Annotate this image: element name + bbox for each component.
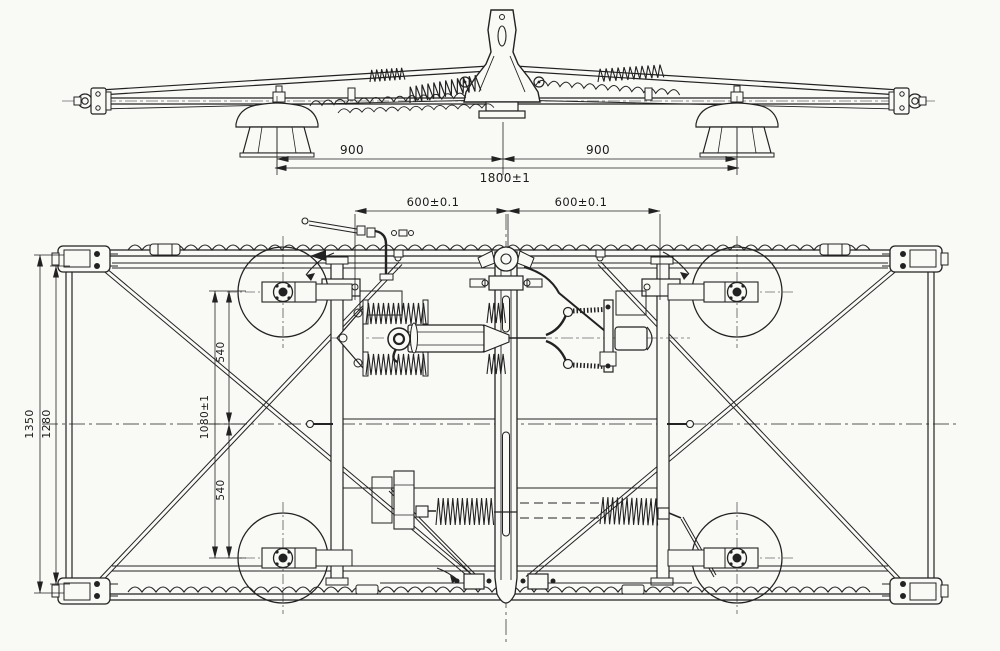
plan-view: 600±0.1 600±0.1 1350 1280 1080±1 540 540: [23, 195, 958, 644]
bent-link-rod: [523, 266, 606, 332]
corner-fitting-br: [881, 577, 949, 605]
dim-label-1350: 1350: [23, 409, 36, 439]
dim-label-left-900: 900: [340, 143, 364, 157]
drive-mechanism: [330, 290, 690, 377]
elevation-view: 900 900 1800±1: [62, 9, 938, 185]
dim-label-1280: 1280: [40, 409, 53, 439]
guide-wheel-top-right: [667, 235, 794, 349]
elevation-springs: [309, 64, 681, 114]
end-roller-left: [73, 87, 112, 115]
dim-label-600-right: 600±0.1: [555, 195, 608, 209]
tension-spring-left: [435, 497, 495, 526]
tension-spring-right: [599, 497, 659, 526]
twisted-rod: [309, 92, 467, 107]
plan-dimensions-track: 1080±1 540 540: [199, 290, 246, 559]
dim-label-540-top: 540: [215, 341, 227, 362]
cylinder-body: [407, 324, 485, 353]
bottom-clamps: [454, 573, 556, 590]
twisted-rod: [535, 79, 681, 96]
elevation-mast: [459, 9, 545, 119]
clevis-fork: [545, 314, 568, 337]
dim-label-right-900: 900: [586, 143, 610, 157]
dim-label-540-bottom: 540: [215, 479, 227, 500]
corner-fitting-tr: [881, 245, 949, 273]
air-pipe: [301, 217, 414, 281]
tension-mechanism: [371, 470, 682, 530]
spiral-rod-top: [127, 243, 871, 262]
diagonal-braces: [96, 261, 904, 584]
corner-fitting-bl: [51, 577, 119, 605]
dim-label-600-left: 600±0.1: [407, 195, 460, 209]
guide-wheel-bottom-right: [667, 501, 794, 615]
anchor-bracket: [336, 306, 364, 370]
spiral-rod-bottom: [127, 582, 871, 595]
cam-disc: [387, 327, 411, 351]
plan-dimensions-left: 1350 1280: [23, 254, 70, 594]
center-hub: [469, 246, 543, 291]
end-roller-right: [888, 87, 927, 115]
dim-label-1080: 1080±1: [199, 395, 211, 440]
dim-label-1800: 1800±1: [480, 171, 531, 185]
elevation-dimensions: 900 900 1800±1: [274, 122, 740, 185]
inner-columns: [305, 256, 695, 586]
main-spring-lower: [365, 353, 427, 376]
plan-dimensions-top: 600±0.1 600±0.1: [354, 195, 661, 300]
corner-fitting-tl: [51, 245, 119, 273]
main-spring-upper: [365, 302, 427, 325]
